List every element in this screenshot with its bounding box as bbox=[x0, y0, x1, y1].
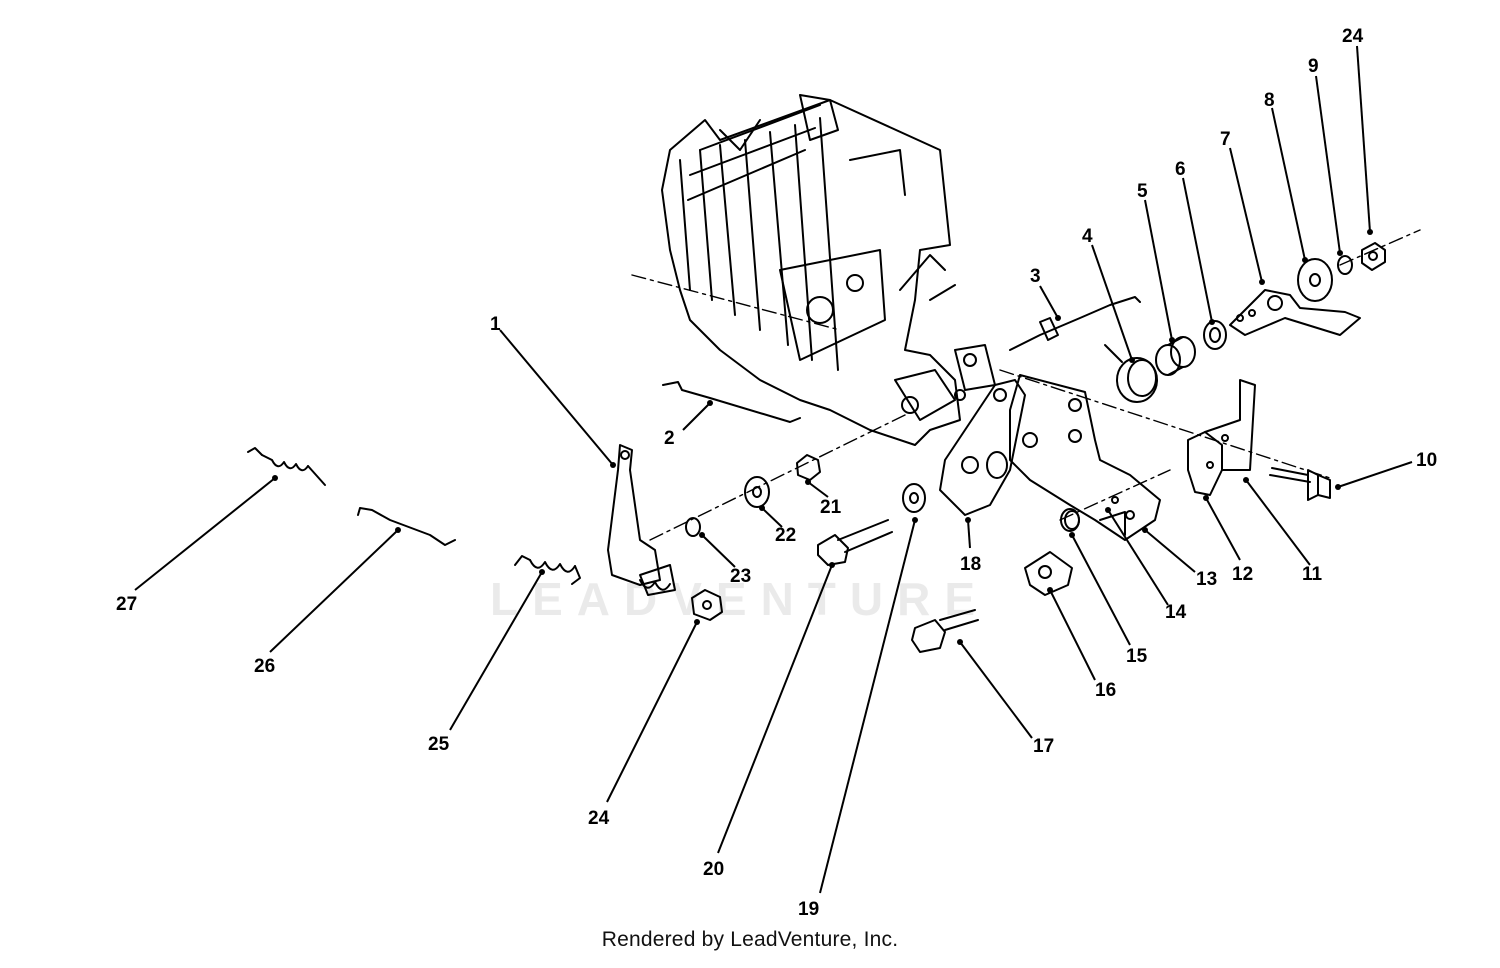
label-part-1: 1 bbox=[490, 314, 501, 335]
centerlines bbox=[631, 229, 1421, 541]
label-part-27: 27 bbox=[116, 594, 137, 615]
part-20-bolt bbox=[817, 519, 893, 566]
part-7-bracket bbox=[1229, 289, 1361, 336]
label-part-11: 11 bbox=[1302, 564, 1323, 585]
label-part-5: 5 bbox=[1137, 181, 1148, 202]
part-26-wire bbox=[357, 507, 456, 546]
label-part-16: 16 bbox=[1095, 680, 1116, 701]
label-part-4: 4 bbox=[1082, 226, 1093, 247]
label-part-12: 12 bbox=[1232, 564, 1253, 585]
part-8-washer bbox=[1297, 258, 1333, 302]
label-part-26: 26 bbox=[254, 656, 275, 677]
label-part-6: 6 bbox=[1175, 159, 1186, 180]
credit-line: Rendered by LeadVenture, Inc. bbox=[601, 928, 899, 951]
part-9-washer bbox=[1337, 255, 1353, 275]
label-part-22: 22 bbox=[775, 525, 796, 546]
part-19-washer bbox=[902, 483, 926, 513]
part-labels: 1 2 3 4 5 6 7 8 9 24 10 11 12 13 14 15 1… bbox=[116, 26, 1437, 920]
label-part-23: 23 bbox=[730, 566, 751, 587]
label-part-18: 18 bbox=[960, 554, 981, 575]
part-24-nut-top bbox=[1361, 242, 1386, 271]
leader-dots bbox=[272, 229, 1373, 645]
part-27-spring bbox=[247, 447, 326, 486]
label-part-21: 21 bbox=[820, 497, 842, 518]
label-part-17: 17 bbox=[1033, 736, 1054, 757]
label-part-10: 10 bbox=[1416, 450, 1437, 471]
part-10-bolt bbox=[1269, 467, 1331, 501]
part-17-bolt bbox=[911, 609, 979, 653]
part-2-link bbox=[662, 381, 801, 423]
label-part-20: 20 bbox=[703, 859, 724, 880]
part-16-clamp bbox=[1024, 551, 1073, 596]
label-part-25: 25 bbox=[428, 734, 450, 755]
part-21-nut bbox=[796, 454, 821, 481]
part-25-spring bbox=[514, 555, 581, 585]
part-3-rod bbox=[1009, 296, 1141, 351]
label-part-3: 3 bbox=[1030, 266, 1041, 287]
part-6-washer bbox=[1203, 320, 1227, 350]
engine-block bbox=[661, 94, 996, 446]
part-1-lever bbox=[607, 444, 676, 596]
label-part-13: 13 bbox=[1196, 569, 1217, 590]
part-23-washer bbox=[685, 517, 701, 537]
governor-assembly bbox=[939, 374, 1161, 541]
label-part-7: 7 bbox=[1220, 129, 1231, 150]
label-part-8: 8 bbox=[1264, 90, 1275, 111]
label-part-2: 2 bbox=[664, 428, 675, 449]
label-part-9: 9 bbox=[1308, 56, 1319, 77]
label-part-24-lower: 24 bbox=[588, 808, 610, 829]
label-part-24-top: 24 bbox=[1342, 26, 1364, 47]
part-12-bracket bbox=[1187, 379, 1256, 496]
label-part-14: 14 bbox=[1165, 602, 1187, 623]
label-part-15: 15 bbox=[1126, 646, 1148, 667]
part-5-bushing bbox=[1155, 336, 1196, 376]
part-24-nut-lower bbox=[691, 589, 723, 621]
leader-lines bbox=[134, 45, 1413, 894]
part-4-spring bbox=[1104, 344, 1158, 403]
part-22-washer bbox=[744, 476, 770, 508]
label-part-19: 19 bbox=[798, 899, 819, 920]
